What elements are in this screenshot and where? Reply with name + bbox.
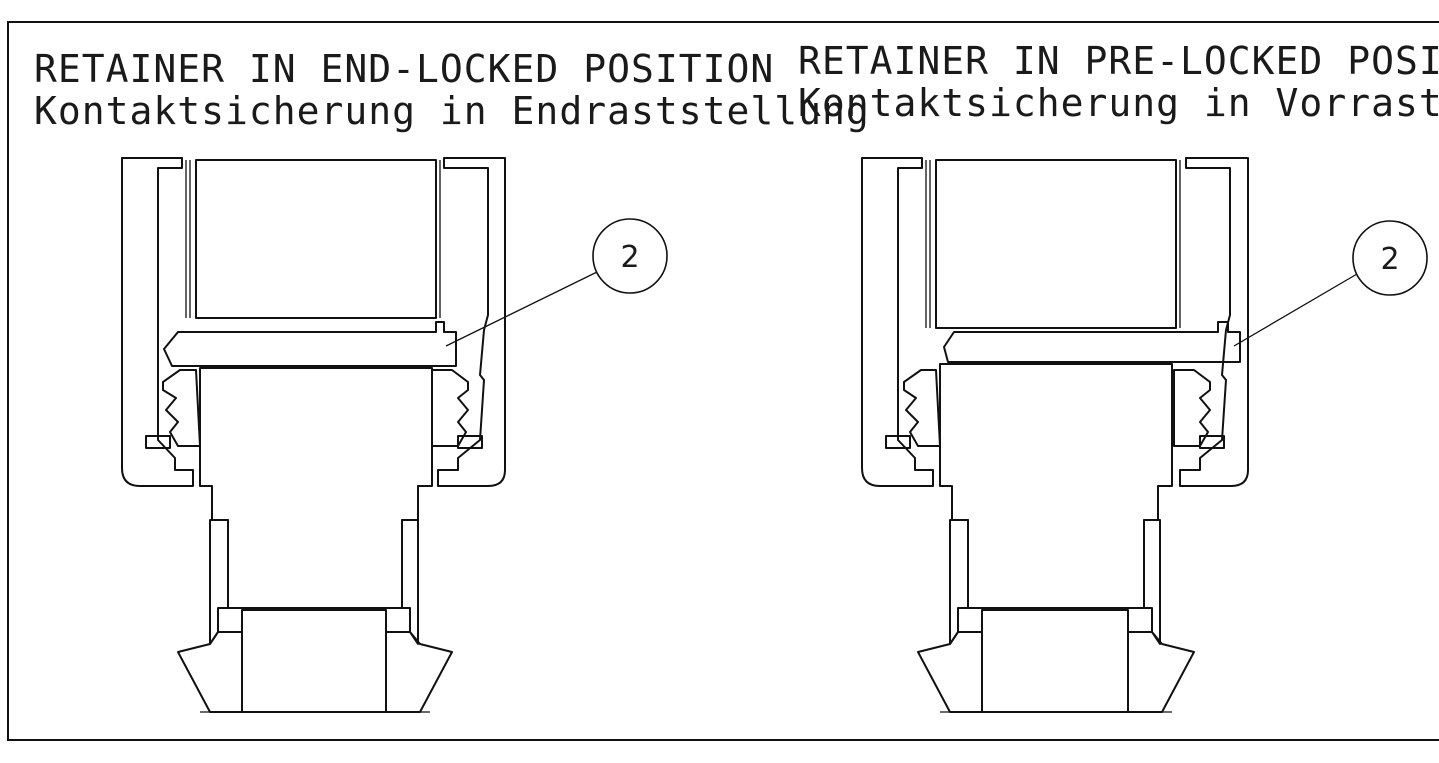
- left-callout-label: 2: [620, 240, 639, 275]
- left-lower-sleeve-left: [209, 519, 229, 645]
- right-title-de: Kontaktsicherung in Vorraststellung: [798, 81, 1439, 125]
- left-upper-core: [195, 159, 437, 319]
- left-callout-leader: [445, 271, 598, 347]
- left-callout-circle: [592, 218, 668, 294]
- right-housing-right-wall: [1179, 157, 1249, 487]
- right-title-en: RETAINER IN PRE-LOCKED POSITION: [798, 39, 1439, 83]
- left-seal-right: [431, 369, 469, 447]
- left-lower-sleeve-right: [401, 519, 419, 645]
- right-lower-sleeve-left: [949, 519, 969, 645]
- right-callout-circle: [1352, 220, 1428, 296]
- left-bottom-flange: [177, 631, 243, 713]
- right-housing-left-wall: [861, 157, 934, 487]
- right-retainer: [943, 321, 1241, 363]
- right-callout-leader: [1233, 273, 1358, 347]
- right-callout-label: 2: [1380, 242, 1399, 277]
- right-section-view: [861, 157, 1428, 713]
- right-lower-sleeve-right: [1143, 519, 1161, 645]
- left-title-de: Kontaktsicherung in Endraststellung: [34, 89, 870, 133]
- left-lower-core: [199, 367, 433, 609]
- right-bottom-flange: [917, 631, 983, 713]
- right-seal-right: [1173, 369, 1211, 447]
- left-housing-left-wall: [121, 157, 194, 487]
- right-seal-left: [903, 369, 941, 447]
- right-lower-core: [939, 363, 1173, 609]
- left-housing-right-wall: [437, 157, 506, 487]
- left-seal-left: [162, 369, 201, 447]
- drawing-frame: [7, 21, 1439, 741]
- left-section-view: [121, 157, 668, 713]
- left-retainer: [163, 321, 457, 367]
- left-title-en: RETAINER IN END-LOCKED POSITION: [34, 47, 774, 91]
- right-upper-core: [935, 159, 1177, 329]
